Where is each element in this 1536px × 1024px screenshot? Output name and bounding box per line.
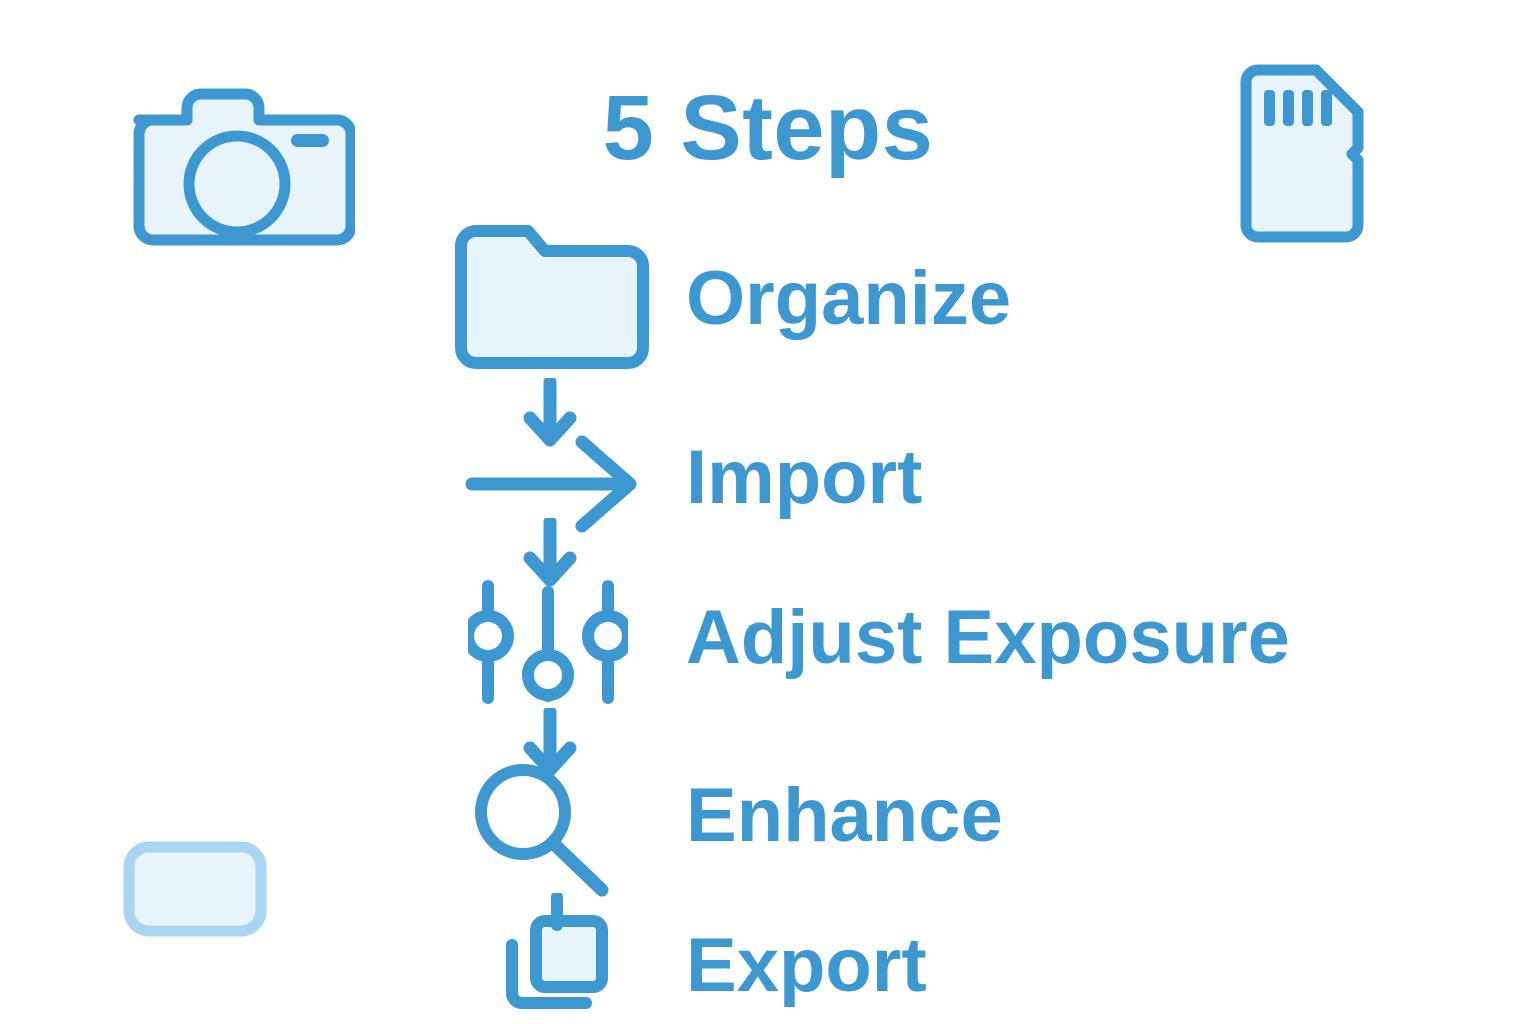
- export-icon: [500, 891, 615, 1011]
- sliders-icon: [462, 578, 634, 710]
- magnifier-icon: [470, 760, 620, 900]
- blank-card-shape: [122, 840, 268, 938]
- connector-arrow-3: [522, 705, 578, 780]
- camera-icon: [125, 72, 357, 252]
- sd-card-icon: [1238, 62, 1378, 247]
- folder-icon: [452, 222, 652, 372]
- connector-arrow-2: [522, 515, 578, 590]
- step-label-enhance: Enhance: [686, 773, 1003, 858]
- step-label-organize: Organize: [686, 256, 1012, 341]
- step-label-import: Import: [686, 435, 923, 520]
- step-label-export: Export: [686, 923, 927, 1008]
- step-label-adjust-exposure: Adjust Exposure: [686, 595, 1290, 680]
- arrow-right-icon: [462, 432, 647, 537]
- page-title: 5 Steps: [602, 77, 934, 179]
- connector-arrow-1: [522, 375, 578, 450]
